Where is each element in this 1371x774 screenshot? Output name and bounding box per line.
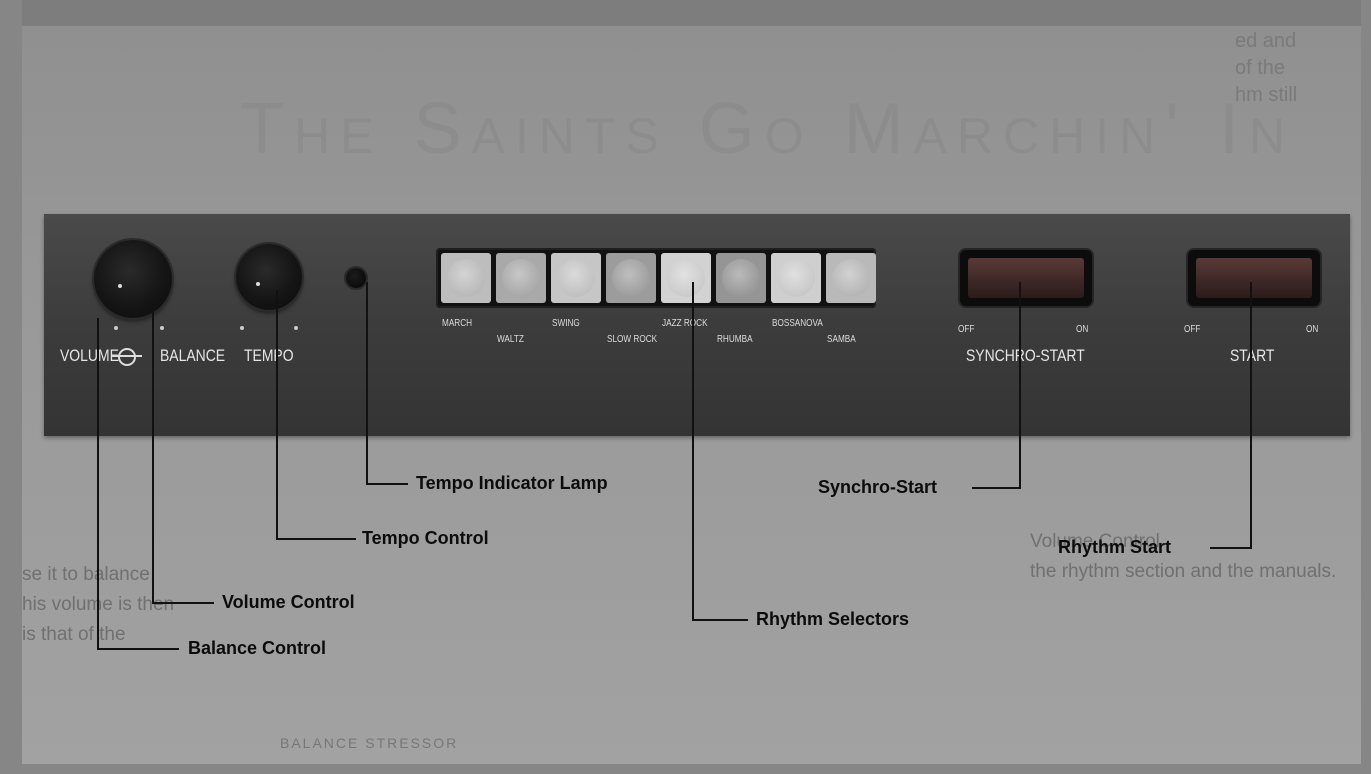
rhythm-selector-swing[interactable] <box>551 253 601 303</box>
tempo-label: TEMPO <box>244 346 294 365</box>
rhythm-selector-waltz[interactable] <box>496 253 546 303</box>
start-on-label: ON <box>1306 324 1319 335</box>
rhythm-selector-label: MARCH <box>442 318 473 329</box>
start-rocker[interactable] <box>1196 258 1312 298</box>
volume-label: VOLUME <box>60 346 119 365</box>
leader-line-balance <box>97 648 179 650</box>
start-switch[interactable] <box>1188 250 1320 306</box>
leader-line-balance <box>97 318 99 648</box>
knob-indicator-dot <box>256 282 260 286</box>
knob-tick <box>160 326 164 330</box>
volume-balance-knob[interactable] <box>94 240 172 318</box>
selector-lamp-disc <box>557 259 595 297</box>
rhythm-selector-label: RHUMBA <box>717 334 753 345</box>
selector-lamp-disc <box>777 259 815 297</box>
leader-line-rhythm-start <box>1250 282 1252 548</box>
balance-symbol-icon <box>112 348 142 366</box>
frame-top <box>0 0 1371 26</box>
selector-lamp-disc <box>667 259 705 297</box>
selector-lamp-disc <box>447 259 485 297</box>
rhythm-selector-bossanova[interactable] <box>771 253 821 303</box>
leader-line-volume <box>152 312 154 602</box>
synchro-start-rocker[interactable] <box>968 258 1084 298</box>
rhythm-selector-label: JAZZ ROCK <box>662 318 708 329</box>
selector-lamp-disc <box>502 259 540 297</box>
rhythm-selector-label: BOSSANOVA <box>772 318 823 329</box>
selector-lamp-disc <box>612 259 650 297</box>
leader-line-tempo-control <box>276 538 356 540</box>
leader-line-volume <box>152 602 214 604</box>
background-paragraph: ed and of the hm still <box>1235 28 1355 109</box>
knob-indicator-dot <box>118 284 122 288</box>
balance-label: BALANCE <box>160 346 226 365</box>
leader-line-rhythm-selectors <box>692 619 748 621</box>
background-paragraph-line: of the <box>1235 57 1286 79</box>
background-body-line: is that of the <box>22 624 126 645</box>
background-bottom-line: BALANCE STRESSOR <box>280 735 459 751</box>
knob-tick <box>294 326 298 330</box>
rhythm-selector-label: SLOW ROCK <box>607 334 658 345</box>
selector-lamp-disc <box>722 259 760 297</box>
synchro-start-switch[interactable] <box>960 250 1092 306</box>
callout-volume-control: Volume Control <box>222 592 355 612</box>
background-body-line: the rhythm section and the manuals. <box>1030 561 1337 582</box>
synchro-start-off-label: OFF <box>958 324 975 335</box>
leader-line-synchro-start <box>1019 282 1021 488</box>
background-body-line: Volume Control <box>1030 531 1160 552</box>
rhythm-control-panel: VOLUME BALANCE TEMPO OFF ON SYNCHRO-STAR… <box>44 214 1350 436</box>
start-off-label: OFF <box>1184 324 1201 335</box>
leader-line-rhythm-selectors <box>692 282 694 620</box>
background-body-line: se it to balance <box>22 564 150 585</box>
tempo-indicator-lamp <box>346 268 366 288</box>
rhythm-selector-label: WALTZ <box>497 334 524 345</box>
synchro-start-label: SYNCHRO-START <box>966 346 1085 365</box>
knob-tick <box>240 326 244 330</box>
rhythm-selector-rhumba[interactable] <box>716 253 766 303</box>
background-paragraph-line: hm still <box>1235 84 1298 106</box>
callout-balance-control: Balance Control <box>188 638 327 658</box>
frame-bottom <box>0 764 1371 774</box>
synchro-start-on-label: ON <box>1076 324 1089 335</box>
leader-line-rhythm-start <box>1210 547 1252 549</box>
rhythm-selector-label: SAMBA <box>827 334 856 345</box>
rhythm-selector-label: SWING <box>552 318 580 329</box>
callout-rhythm-selectors: Rhythm Selectors <box>756 609 910 629</box>
rhythm-selector-march[interactable] <box>441 253 491 303</box>
frame-left <box>0 0 22 774</box>
callout-tempo-indicator-lamp: Tempo Indicator Lamp <box>416 473 608 493</box>
callout-rhythm-start: Rhythm Start <box>1058 537 1172 557</box>
rhythm-selector-slow-rock[interactable] <box>606 253 656 303</box>
selector-lamp-disc <box>832 259 870 297</box>
callout-synchro-start: Synchro-Start <box>818 477 938 497</box>
background-paragraph-line: ed and <box>1235 30 1297 52</box>
knob-tick <box>114 326 118 330</box>
background-body-text: Volume Control the rhythm section and th… <box>1030 527 1336 587</box>
callout-tempo-control: Tempo Control <box>362 528 489 548</box>
frame-right <box>1361 0 1371 774</box>
rhythm-selector-jazz-rock[interactable] <box>661 253 711 303</box>
rhythm-selector-samba[interactable] <box>826 253 876 303</box>
leader-line-tempo-control <box>276 290 278 538</box>
start-label: START <box>1230 346 1275 365</box>
background-song-title: The Saints Go Marchin' In <box>240 89 1296 169</box>
leader-line-tempo-lamp <box>366 483 408 485</box>
leader-line-tempo-lamp <box>366 282 368 484</box>
tempo-knob[interactable] <box>236 244 302 310</box>
leader-line-synchro-start <box>972 487 1021 489</box>
